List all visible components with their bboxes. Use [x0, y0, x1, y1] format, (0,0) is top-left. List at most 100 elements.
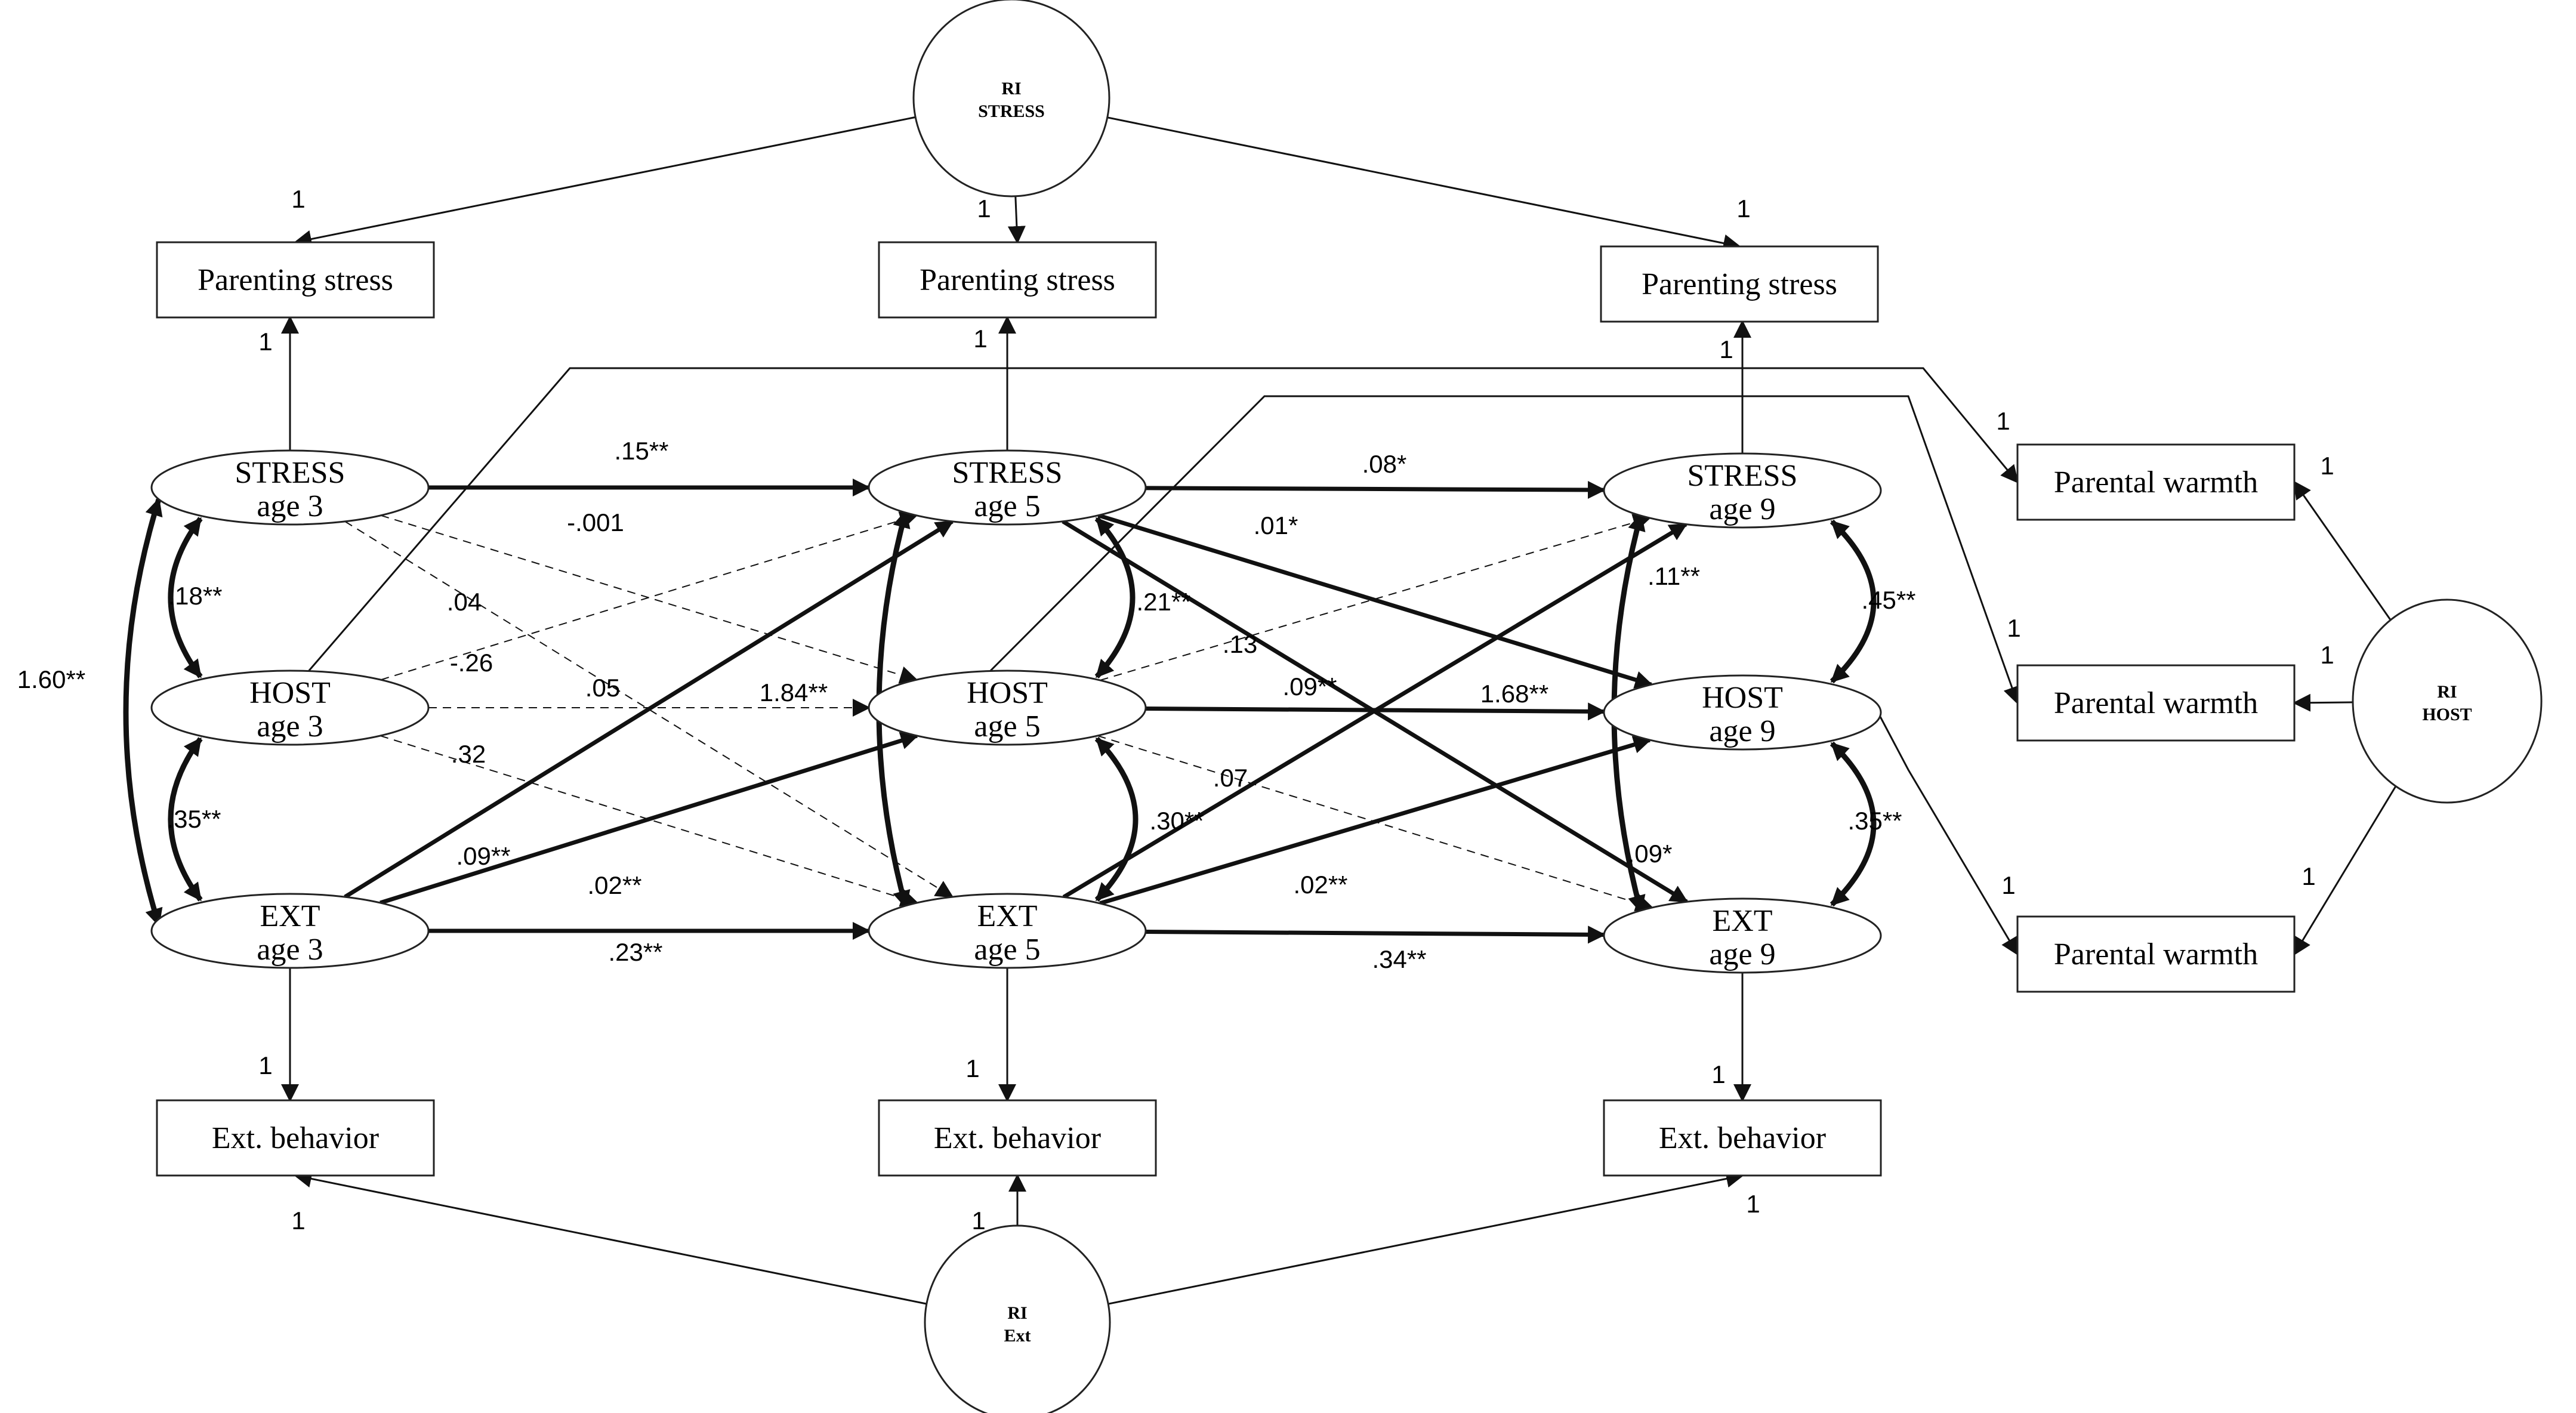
indicator-label-pw2: Parental warmth: [2054, 686, 2258, 720]
host3-to-warmth-arrow: [307, 367, 2019, 672]
latent-host3-name: HOST: [249, 676, 331, 710]
latent-host9-age: age 9: [1709, 714, 1775, 748]
loading-ri-ext-eb3: 1: [291, 1207, 305, 1235]
indicator-box-eb5-shape: [878, 1099, 1157, 1177]
loading-ri-ext-eb5: 1: [971, 1207, 985, 1235]
latent-stress3-name: STRESS: [235, 456, 345, 490]
latent-host3-age: age 3: [257, 709, 323, 743]
indicator-box-eb3: Ext. behavior: [156, 1099, 435, 1177]
ri-host-circle-label-2: HOST: [2422, 705, 2472, 724]
latent-stress3-shape: [150, 449, 430, 526]
ri-ext-circle-label-1: RI: [1007, 1303, 1027, 1323]
latent-stress5-shape: [868, 449, 1147, 526]
loading-host3-warmth: 1: [1996, 407, 2010, 435]
coef-cov-stress3-ext3: 1.60**: [17, 665, 85, 693]
ri-stress-to-ps5-arrow: [1007, 196, 1026, 244]
ext3-to-host5-arrow: [380, 732, 919, 905]
cov-host5-ext5: [1094, 736, 1139, 902]
latent-stress9-age: age 9: [1709, 492, 1775, 526]
indicator-label-ps5: Parenting stress: [920, 263, 1115, 297]
indicator-box-pw2-shape: [2016, 664, 2296, 742]
indicator-box-ps9-shape: [1600, 245, 1879, 323]
cov-host9-ext9: [1830, 741, 1877, 907]
indicator-box-ps9: Parenting stress: [1600, 245, 1879, 323]
coef-cov-host9-ext9: .35**: [1847, 807, 1902, 835]
ri-ext-to-eb3-arrow: [294, 1170, 927, 1305]
indicator-label-ps3: Parenting stress: [198, 263, 393, 297]
coef-host5-ext9: .07: [1213, 764, 1248, 792]
indicator-box-eb9-shape: [1603, 1099, 1882, 1177]
latent-ext5-age: age 5: [974, 933, 1040, 967]
indicator-label-eb3: Ext. behavior: [212, 1121, 379, 1155]
coef-ext5-host9: .02**: [1293, 871, 1347, 899]
latent-ext5-shape: [868, 893, 1147, 969]
loading-ri-host-pw1: 1: [2320, 452, 2334, 480]
coef-host3-stress5: -.26: [450, 649, 493, 677]
coef-cov-stress9-ext9: .09*: [1628, 840, 1673, 868]
ri-ext-to-eb9-arrow: [1107, 1170, 1744, 1305]
latent-stress3-age: age 3: [257, 489, 323, 523]
coef-ext5-ext9: .34**: [1372, 945, 1426, 973]
host5-to-stress9-arrow: [1100, 514, 1652, 681]
coef-stress3-host5: -.001: [567, 508, 624, 536]
loading-ext3-eb3: 1: [258, 1051, 272, 1079]
coef-cov-stress5-ext5: 1.84**: [760, 678, 828, 706]
indicator-box-ps5: Parenting stress: [878, 241, 1157, 319]
host3-to-stress5-arrow: [381, 511, 918, 681]
host3-to-ext5-arrow: [380, 735, 919, 907]
stress5-to-stress9-arrow: [1145, 480, 1606, 499]
coef-cov-host3-ext3: .35**: [166, 805, 221, 833]
loading-stress3-ps3: 1: [258, 328, 272, 356]
indicator-box-ps3: Parenting stress: [156, 241, 435, 319]
ext5-to-stress9-arrow: [1062, 522, 1688, 899]
latent-stress9-name: STRESS: [1687, 459, 1798, 493]
loading-stress9-ps9: 1: [1719, 335, 1733, 363]
loading-ri-host-pw2: 1: [2320, 641, 2334, 669]
indicator-label-eb5: Ext. behavior: [934, 1121, 1101, 1155]
indicator-label-eb9: Ext. behavior: [1659, 1121, 1826, 1155]
indicator-box-pw3: Parental warmth: [2016, 915, 2296, 993]
latent-ext3-age: age 3: [257, 933, 323, 967]
latent-ext3-shape: [150, 893, 430, 969]
latent-host5-name: HOST: [967, 676, 1048, 710]
coef-host5-host9: .09**: [1282, 672, 1337, 701]
latent-stress9-shape: [1603, 452, 1882, 529]
latent-stress5-age: age 5: [974, 489, 1040, 523]
ri-host-to-pw3-arrow: [2293, 785, 2397, 956]
coef-stress3-stress5: .15**: [614, 437, 668, 465]
latent-host9-shape: [1603, 674, 1882, 751]
coef-ext3-host5: .02**: [587, 871, 641, 899]
ri-host-circle-shape: [2352, 598, 2543, 804]
host9-to-warmth-arrow: [1874, 706, 2019, 956]
latent-host9-name: HOST: [1702, 681, 1783, 715]
ri-host-to-pw1-arrow: [2293, 480, 2392, 621]
indicator-box-pw2: Parental warmth: [2016, 664, 2296, 742]
loading-ri-stress-ps3: 1: [291, 185, 305, 213]
coef-cov-stress5-host5: .21**: [1136, 588, 1190, 616]
coef-ext3-stress5: .09**: [456, 842, 510, 870]
loading-ri-ext-eb9: 1: [1746, 1190, 1760, 1218]
cov-stress9-host9: [1830, 519, 1877, 684]
coef-ext5-stress9: 1.68**: [1480, 680, 1548, 708]
coef-cov-host5-ext5: .30**: [1149, 807, 1204, 835]
indicator-label-pw3: Parental warmth: [2054, 937, 2258, 971]
indicator-box-eb3-shape: [156, 1099, 435, 1177]
loading-host9-warmth: 1: [2001, 871, 2015, 899]
ri-stress-to-ps9-arrow: [1107, 116, 1741, 252]
loading-ext5-eb5: 1: [965, 1054, 979, 1082]
ri-stress-circle-label-2: STRESS: [978, 101, 1045, 121]
coef-ext3-ext5: .23**: [608, 938, 662, 966]
indicator-label-pw1: Parental warmth: [2054, 465, 2258, 499]
cov-stress5-host5: [1094, 516, 1136, 679]
